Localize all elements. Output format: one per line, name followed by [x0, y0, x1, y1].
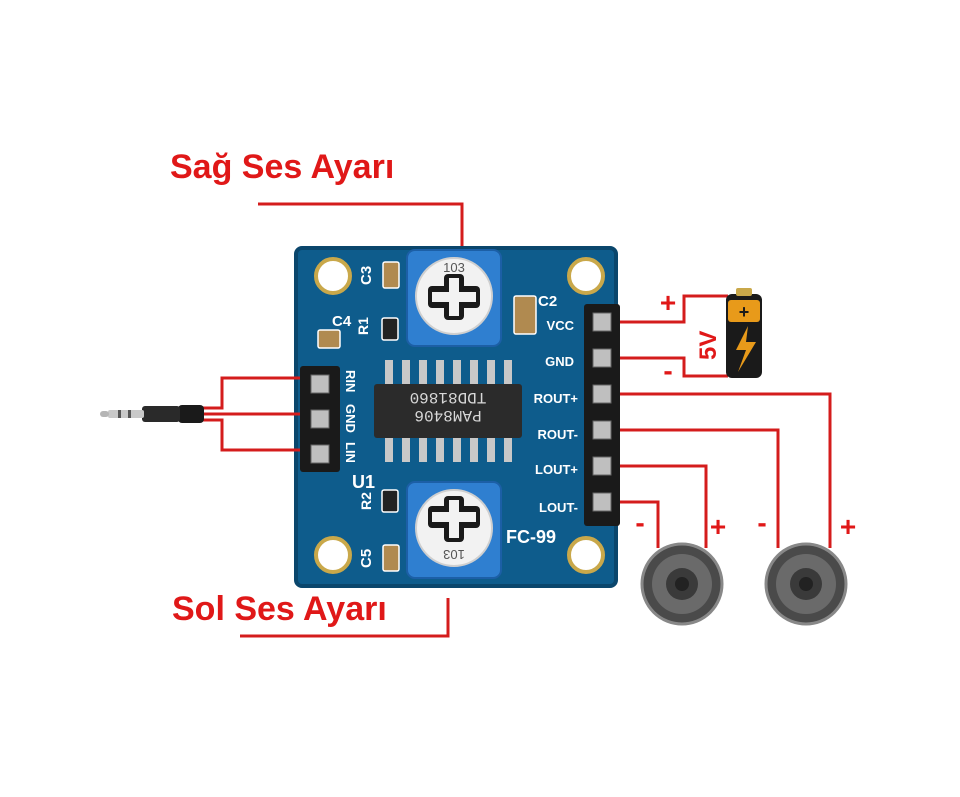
speaker-right — [764, 542, 848, 626]
pin-lout-minus — [592, 492, 612, 512]
speaker-left-plus: + — [710, 511, 726, 542]
pin-rout-minus — [592, 420, 612, 440]
amplifier-chip: PAM8406 TDD81860 — [374, 360, 522, 462]
smd-capacitor — [382, 261, 400, 289]
leader-left-volume — [240, 598, 450, 638]
input-wires — [200, 376, 300, 452]
label-model: FC-99 — [506, 527, 556, 547]
output-header — [584, 304, 620, 526]
battery-voltage-label: 5V — [695, 331, 722, 360]
battery-plus-sign: + — [660, 287, 676, 318]
battery: + — [726, 288, 762, 378]
mounting-hole — [567, 536, 605, 574]
pot-code-bottom: 103 — [443, 547, 465, 562]
potentiometer-right[interactable]: 103 — [406, 249, 502, 347]
mounting-hole — [314, 536, 352, 574]
battery-minus-sign: - — [663, 355, 672, 386]
label-c4: C4 — [332, 313, 352, 330]
battery-terminal-plus: + — [739, 302, 750, 322]
pin-gnd-in — [310, 409, 330, 429]
pin-label-vcc: VCC — [547, 318, 575, 333]
speaker-right-plus: + — [840, 511, 856, 542]
audio-jack — [100, 405, 204, 423]
speaker-left-minus: - — [635, 507, 644, 538]
pin-gnd-out — [592, 348, 612, 368]
pin-label-rout-plus: ROUT+ — [534, 391, 579, 406]
smd-capacitor — [317, 329, 341, 349]
pin-vcc — [592, 312, 612, 332]
pin-rout-plus — [592, 384, 612, 404]
power-wires — [620, 294, 728, 378]
smd-capacitor — [513, 295, 537, 335]
pin-label-lin: LIN — [343, 442, 358, 463]
pin-label-rin: RIN — [343, 370, 358, 392]
speaker-left — [640, 542, 724, 626]
lightning-icon — [736, 326, 756, 372]
pin-label-gnd-out: GND — [545, 354, 574, 369]
input-header — [300, 366, 340, 472]
callout-right-volume: Sağ Ses Ayarı — [170, 148, 395, 186]
smd-capacitor — [382, 544, 400, 572]
speaker-right-minus: - — [757, 507, 766, 538]
pin-rin — [310, 374, 330, 394]
callout-leaders — [240, 202, 464, 638]
label-c2: C2 — [538, 293, 557, 310]
chip-marking-batch: TDD81860 — [410, 388, 487, 406]
pot-code-top: 103 — [443, 260, 465, 275]
pin-lin — [310, 444, 330, 464]
leader-right-volume — [258, 202, 464, 250]
label-c5: C5 — [358, 549, 375, 568]
smd-resistor — [381, 317, 399, 341]
pin-label-lout-minus: LOUT- — [539, 500, 578, 515]
mounting-hole — [314, 257, 352, 295]
label-u1: U1 — [352, 472, 375, 492]
speaker-wires — [620, 392, 832, 548]
chip-marking-part: PAM8406 — [414, 406, 481, 424]
pin-label-rout-minus: ROUT- — [538, 427, 578, 442]
pcb-board: C3 C4 R1 C2 R2 C5 U1 FC-99 RIN GND LIN — [294, 246, 620, 588]
label-c3: C3 — [358, 266, 375, 285]
pin-label-gnd-in: GND — [343, 404, 358, 433]
pin-lout-plus — [592, 456, 612, 476]
potentiometer-left[interactable]: 103 — [406, 481, 502, 579]
label-r2: R2 — [358, 492, 374, 510]
pin-label-lout-plus: LOUT+ — [535, 462, 578, 477]
callout-left-volume: Sol Ses Ayarı — [172, 590, 387, 628]
label-r1: R1 — [355, 317, 371, 335]
mounting-hole — [567, 257, 605, 295]
smd-resistor — [381, 489, 399, 513]
